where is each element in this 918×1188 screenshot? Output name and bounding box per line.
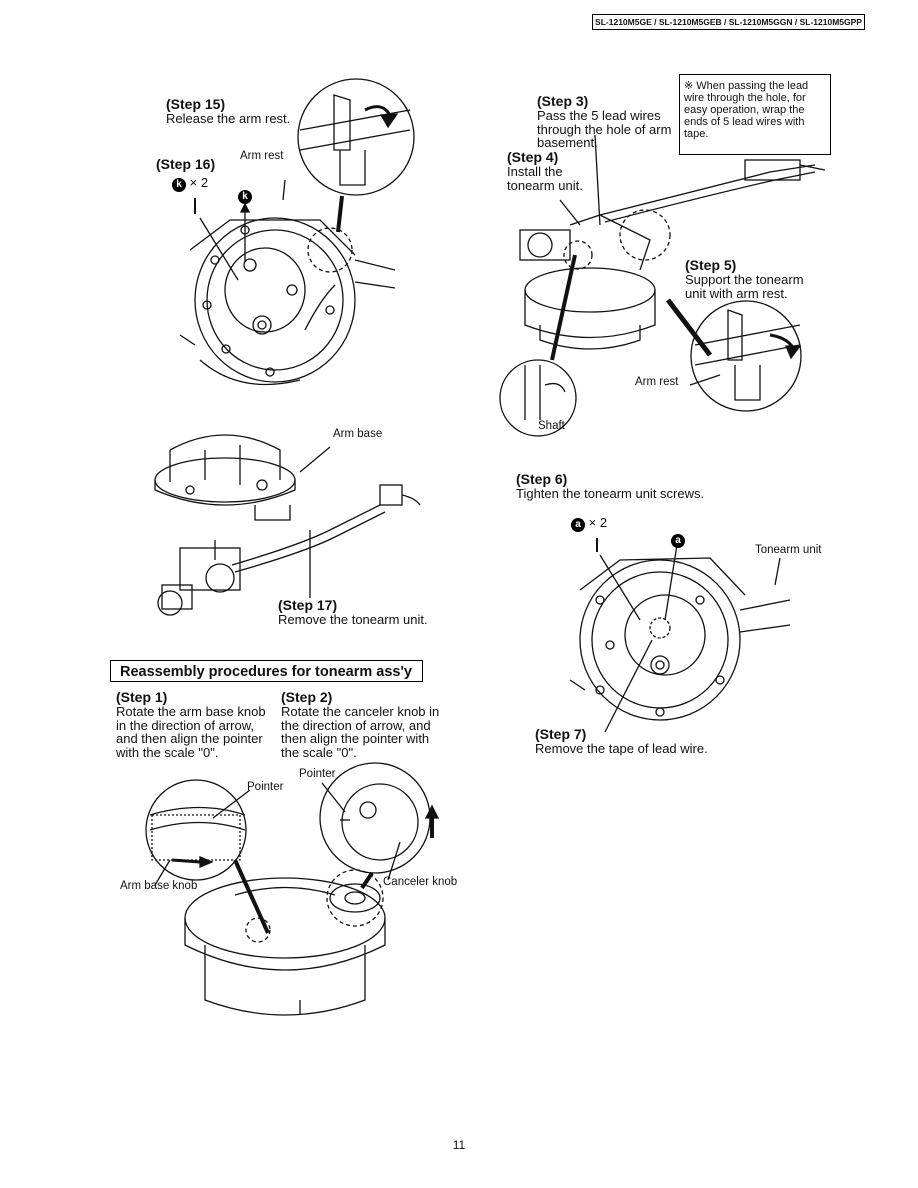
step7-title: (Step 7) [535,726,587,742]
lead-wire-note-box: ※ When passing the lead wire through the… [679,74,831,155]
step15-text: Release the arm rest. [166,111,291,126]
arm-base-perspective-illustration [154,434,331,521]
arm-rest-label-2: Arm rest [635,376,679,388]
reassembly-heading: Reassembly procedures for tonearm ass'y [110,660,423,682]
step1-line: in the direction of arrow, [116,717,255,733]
pointer-label-canceler: Pointer [299,768,336,780]
step7-text: Remove the tape of lead wire. [535,741,708,756]
step3-line: basement. [537,135,598,150]
arm-rest-label: Arm rest [240,150,284,162]
step1-line: with the scale "0". [116,744,219,760]
reassembly-illustration [145,762,440,1016]
screw-letter-badge: k [238,190,252,204]
tonearm-install-illustration [519,134,826,350]
screw-marker: a [671,530,685,548]
arm-base-knob-label: Arm base knob [120,880,198,892]
step2-line: the direction of arrow, and [281,717,431,733]
tonearm-unit-label: Tonearm unit [755,544,822,556]
arm-rest-zoom-illustration-2 [666,298,802,412]
step4-text: Install the tonearm unit. [507,165,583,192]
arm-base-top-view-illustration [179,217,396,386]
screw-letter-badge: k [172,178,186,192]
step5-line: unit with arm rest. [685,285,788,301]
pointer-label-arm-base: Pointer [247,781,284,793]
reassembly-step1-title: (Step 1) [116,689,168,705]
page-number: 11 [452,1138,466,1152]
screw-letter-badge: a [571,518,585,532]
screw-marker: k [238,186,252,204]
step3-line: Pass the 5 lead wires [537,108,661,123]
step5-line: Support the tonearm [685,272,804,287]
step4-title: (Step 4) [507,149,559,165]
step3-title: (Step 3) [537,93,589,109]
step6-screw-callout: a × 2 [571,515,607,532]
step4-line: tonearm unit. [507,177,583,193]
step15-title: (Step 15) [166,96,226,112]
step2-line: then align the pointer with [281,731,430,746]
step5-title: (Step 5) [685,257,737,273]
step6-text: Tighten the tonearm unit screws. [516,486,705,501]
step1-line: and then align the pointer [116,731,263,746]
step5-text: Support the tonearm unit with arm rest. [685,273,804,300]
tonearm-unit-illustration [157,484,421,616]
screw-count: × 2 [588,515,608,530]
step3-line: through the hole of arm [537,121,672,137]
tonearm-base-screws-illustration [569,538,791,733]
step17-title: (Step 17) [278,597,338,613]
step6-title: (Step 6) [516,471,568,487]
step4-line: Install the [507,164,563,179]
model-number-header: SL-1210M5GE / SL-1210M5GEB / SL-1210M5GG… [592,14,865,30]
screw-count: × 2 [189,175,209,190]
step16-title: (Step 16) [156,156,216,172]
step17-text: Remove the tonearm unit. [278,612,428,627]
lead-wire-note: ※ When passing the lead wire through the… [684,80,809,140]
canceler-knob-label: Canceler knob [383,876,458,888]
reassembly-step2-text: Rotate the canceler knob in the directio… [281,705,439,759]
arm-rest-zoom-illustration [297,78,415,233]
shaft-zoom-illustration [499,254,577,437]
step1-line: Rotate the arm base knob [116,704,266,719]
screw-letter-badge: a [671,534,685,548]
shaft-label: Shaft [538,420,565,432]
step2-line: the scale "0". [281,744,357,760]
step3-text: Pass the 5 lead wires through the hole o… [537,109,671,150]
reassembly-step1-text: Rotate the arm base knob in the directio… [116,705,266,759]
step16-screw-callout: k × 2 [172,175,208,192]
arm-base-label: Arm base [333,428,383,440]
reassembly-step2-title: (Step 2) [281,689,333,705]
step2-line: Rotate the canceler knob in [281,704,440,719]
